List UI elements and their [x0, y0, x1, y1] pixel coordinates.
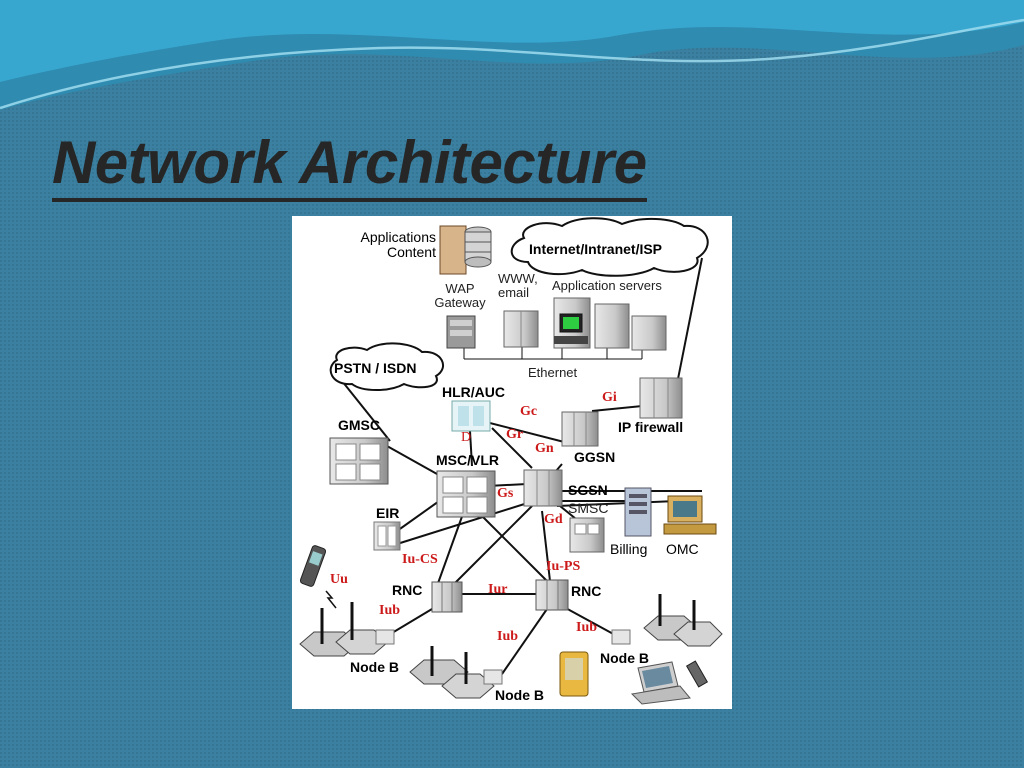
omc-label: OMC [666, 541, 699, 557]
interface-d-label: D [461, 430, 472, 445]
gmsc-label: GMSC [338, 417, 380, 433]
diagram-drawing [299, 217, 723, 705]
billing-icon [624, 487, 652, 537]
laptop-icon [630, 660, 709, 705]
node-b-center-label: Node B [495, 687, 544, 703]
node-b-left-label: Node B [350, 659, 399, 675]
interface-iub-right-label: Iub [576, 620, 598, 635]
node-b-center-icon [409, 646, 503, 699]
interface-iur-label: Iur [488, 582, 508, 597]
rnc-left-icon [431, 581, 463, 613]
workstation-icon [554, 313, 588, 344]
rnc-left-label: RNC [392, 582, 423, 598]
interface-iu-cs-label: Iu-CS [402, 552, 438, 567]
top-wave-highlight [0, 0, 1024, 82]
interface-gs-label: Gs [497, 486, 514, 501]
interface-gi-label: Gi [602, 390, 617, 405]
rnc-right-icon [535, 579, 569, 611]
wap-gateway-label: WAP Gateway [434, 281, 486, 310]
pstn-cloud [329, 342, 444, 391]
ggsn-icon [561, 411, 599, 447]
eir-icon [373, 521, 401, 551]
smsc-icon [569, 517, 605, 553]
omc-icon [663, 495, 717, 535]
database-icon [439, 225, 492, 275]
interface-gr-label: Gr [506, 427, 524, 442]
ip-firewall-label: IP firewall [618, 419, 684, 435]
smsc-label: SMSC [568, 500, 609, 516]
hlr-auc-icon [451, 400, 491, 432]
ggsn-label: GGSN [574, 449, 616, 465]
msc-vlr-label: MSC/VLR [436, 452, 499, 468]
slide-title: Network Architecture [52, 128, 647, 202]
wave-line [0, 18, 1024, 110]
hlr-auc-label: HLR/AUC [442, 384, 505, 400]
pstn-cloud-label: PSTN / ISDN [334, 360, 417, 376]
ethernet-label: Ethernet [528, 365, 578, 380]
ip-firewall-icon [639, 377, 683, 419]
applications-content-label: Applications Content [360, 229, 437, 260]
mobile-phone-icon [299, 545, 337, 609]
interface-iub-center-label: Iub [497, 629, 519, 644]
www-email-label: WWW, email [498, 271, 538, 300]
network-architecture-diagram: Applications Content Internet/Intranet/I… [292, 216, 732, 709]
wap-gateway-icon [446, 315, 476, 349]
node-b-left-icon [299, 602, 395, 657]
node-b-right-label: Node B [600, 650, 649, 666]
interface-uu-label: Uu [330, 572, 348, 587]
sgsn-icon [523, 469, 563, 507]
interface-gd-label: Gd [544, 512, 563, 527]
rnc-right-label: RNC [571, 583, 602, 599]
billing-label: Billing [610, 541, 648, 557]
gmsc-icon [329, 437, 389, 485]
interface-iu-ps-label: Iu-PS [546, 559, 581, 574]
internet-cloud [510, 217, 709, 277]
interface-gc-label: Gc [520, 404, 538, 419]
interface-iub-left-label: Iub [379, 603, 401, 618]
eir-label: EIR [376, 505, 400, 521]
interface-gn-label: Gn [535, 441, 554, 456]
msc-vlr-icon [436, 470, 496, 518]
application-servers-label: Application servers [552, 278, 662, 293]
pda-icon [559, 651, 589, 697]
node-b-right-icon [611, 594, 723, 647]
sgsn-label: SGSN [568, 482, 608, 498]
internet-cloud-label: Internet/Intranet/ISP [529, 241, 663, 257]
